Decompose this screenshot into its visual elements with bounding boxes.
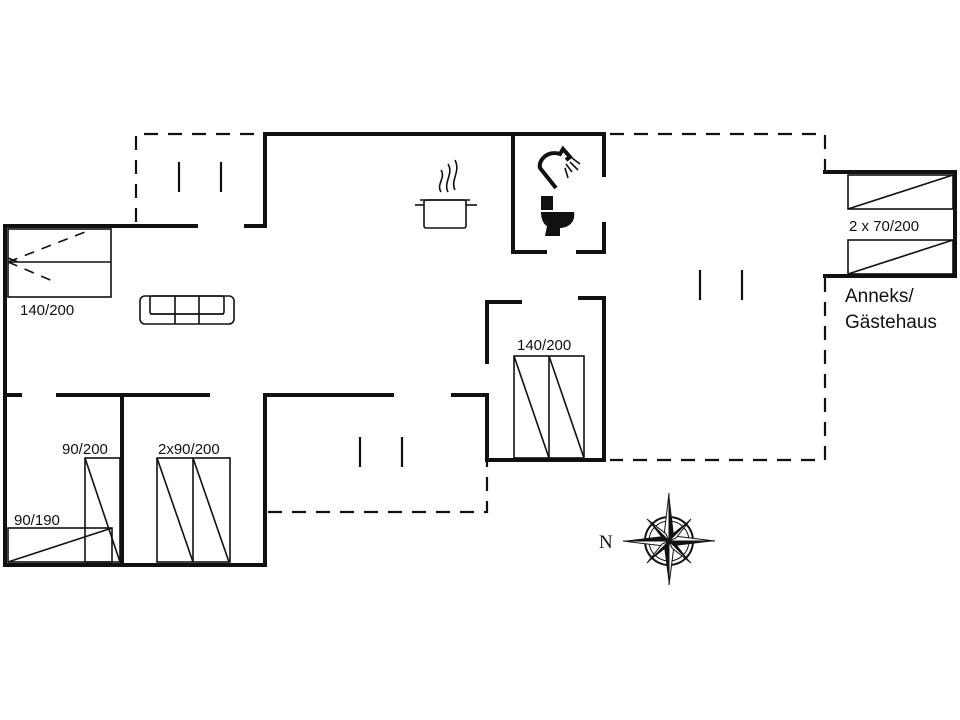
bed-living xyxy=(7,228,112,298)
sofa-icon xyxy=(139,295,235,325)
bed-small-label: 90/190 xyxy=(14,512,60,529)
bed-living-label: 140/200 xyxy=(20,302,74,319)
bed-small xyxy=(7,527,113,563)
walls xyxy=(3,132,606,567)
terrace-marks xyxy=(177,162,744,467)
terrace-outlines xyxy=(134,132,827,514)
compass-rose-icon xyxy=(622,492,716,586)
bed-double-single-label: 2x90/200 xyxy=(158,441,220,458)
annex-beds-label: 2 x 70/200 xyxy=(849,218,919,235)
bed-center-label: 140/200 xyxy=(517,337,571,354)
annex xyxy=(823,170,957,278)
bed-double-single xyxy=(156,457,231,563)
annex-title-line1: Anneks/ xyxy=(845,286,914,307)
compass-north-label: N xyxy=(599,532,613,553)
shower-icon xyxy=(537,145,581,190)
annex-title-line2: Gästehaus xyxy=(845,312,937,333)
bed-single-label: 90/200 xyxy=(62,441,108,458)
toilet-icon xyxy=(541,196,575,236)
bed-center xyxy=(513,355,585,459)
cooking-pot-icon xyxy=(415,159,477,229)
bed-single-a xyxy=(84,457,121,563)
